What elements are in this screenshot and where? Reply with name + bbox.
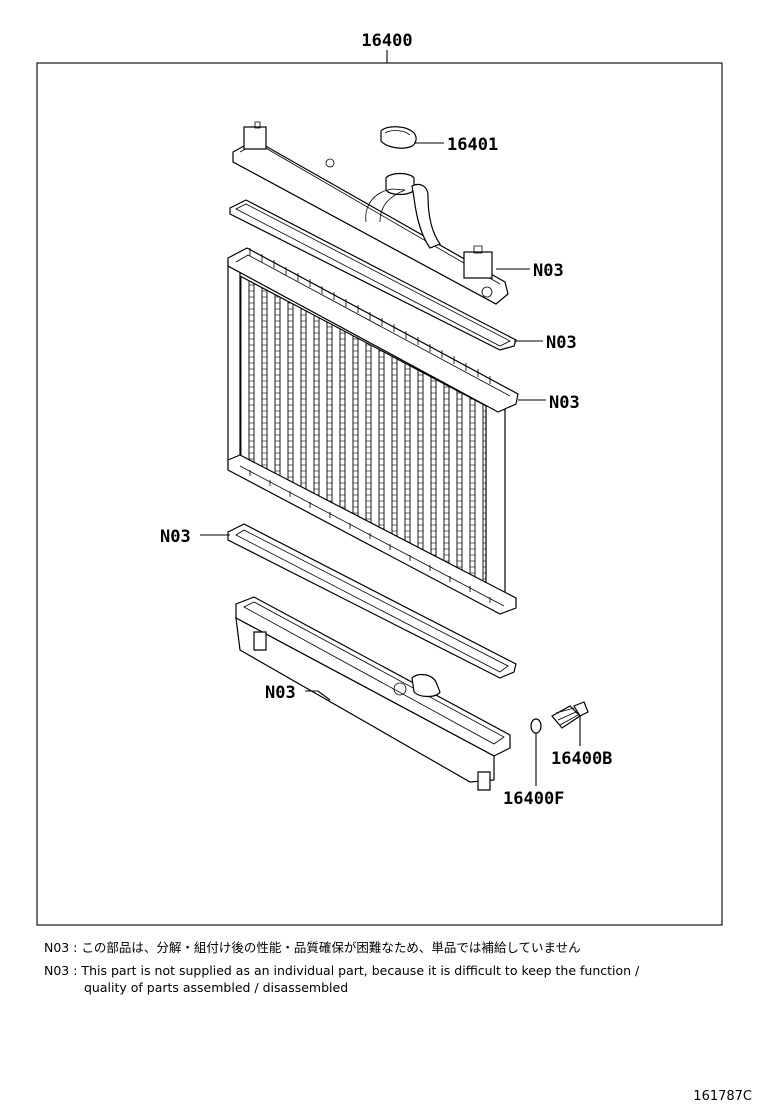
note-en-text: : This part is not supplied as an indivi… bbox=[73, 963, 640, 978]
note-english-line2: quality of parts assembled / disassemble… bbox=[84, 980, 349, 995]
assembly-frame bbox=[36, 62, 723, 926]
callout-16400b: 16400B bbox=[551, 749, 612, 769]
upper-gasket bbox=[229, 199, 517, 351]
lower-tank-leader bbox=[305, 690, 331, 701]
callout-16400: 16400 bbox=[361, 31, 412, 51]
note-en-code: N03 bbox=[44, 963, 70, 978]
callout-16401: 16401 bbox=[447, 135, 498, 155]
callout-n03-lower-gasket: N03 bbox=[160, 527, 191, 547]
upper-tank bbox=[232, 121, 509, 305]
note-jp-code: N03 bbox=[44, 940, 70, 955]
note-jp-text: : この部品は、分解・組付け後の性能・品質確保が困難なため、単品では補給していま… bbox=[73, 940, 581, 955]
note-english-line1: N03 : This part is not supplied as an in… bbox=[44, 963, 640, 978]
note-japanese: N03 : この部品は、分解・組付け後の性能・品質確保が困難なため、単品では補給… bbox=[44, 940, 581, 955]
callout-n03-upper-gasket: N03 bbox=[546, 333, 577, 353]
lower-gasket bbox=[227, 523, 517, 679]
callout-n03-core: N03 bbox=[549, 393, 580, 413]
callout-n03-lower-tank: N03 bbox=[265, 683, 296, 703]
figure-code: 161787C bbox=[693, 1089, 752, 1104]
radiator-core bbox=[227, 247, 519, 615]
callout-16400f: 16400F bbox=[503, 789, 564, 809]
lower-tank bbox=[235, 596, 511, 791]
radiator-cap bbox=[380, 126, 417, 149]
callout-n03-upper-tank: N03 bbox=[533, 261, 564, 281]
o-ring bbox=[530, 718, 542, 734]
note-en-text-2: quality of parts assembled / disassemble… bbox=[84, 980, 349, 995]
drain-cock bbox=[551, 701, 589, 729]
